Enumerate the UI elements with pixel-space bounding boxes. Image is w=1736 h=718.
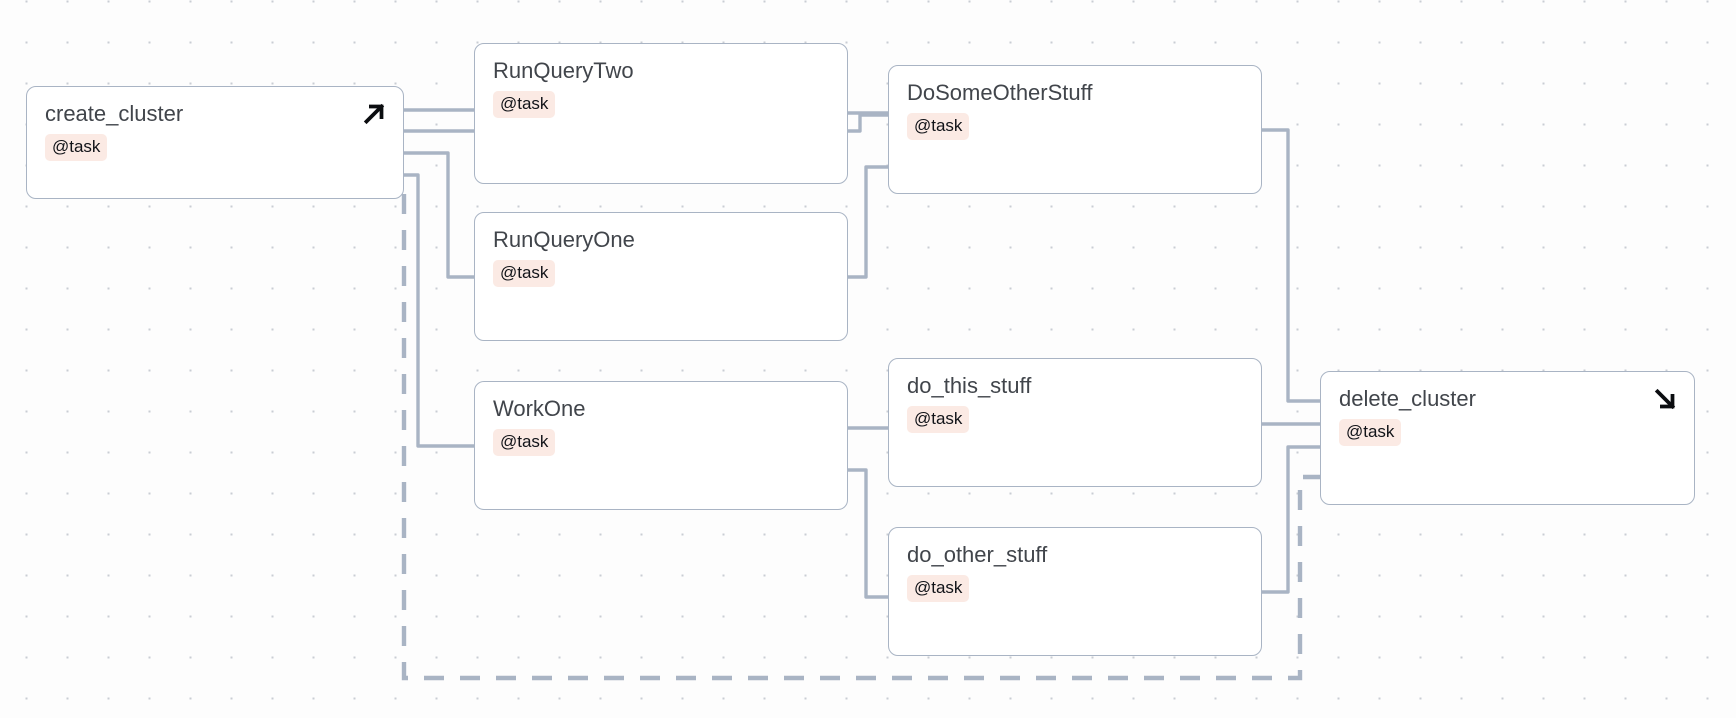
- node-badge-row: @task: [493, 260, 829, 287]
- edge-WorkOne-do_other_stuff: [848, 468, 888, 599]
- node-title: do_this_stuff: [907, 373, 1032, 398]
- node-title: RunQueryTwo: [493, 58, 634, 83]
- task-badge: @task: [493, 260, 556, 287]
- task-badge: @task: [493, 91, 556, 118]
- node-title: delete_cluster: [1339, 386, 1476, 411]
- node-create_cluster[interactable]: create_cluster @task: [26, 86, 404, 199]
- task-badge: @task: [493, 429, 556, 456]
- node-RunQueryTwo[interactable]: RunQueryTwo @task: [474, 43, 848, 184]
- arrow-up-right-icon[interactable]: [359, 99, 389, 129]
- node-delete_cluster[interactable]: delete_cluster @task: [1320, 371, 1695, 505]
- task-badge: @task: [907, 406, 970, 433]
- node-title: RunQueryOne: [493, 227, 635, 252]
- edge-RunQueryOne-DoSomeOtherStuff: [848, 165, 888, 279]
- node-badge-row: @task: [907, 575, 1243, 602]
- node-do_this_stuff[interactable]: do_this_stuff @task: [888, 358, 1262, 487]
- arrow-down-right-icon[interactable]: [1650, 384, 1680, 414]
- node-badge-row: @task: [907, 113, 1243, 140]
- edge-do_other_stuff-delete_cluster: [1262, 445, 1320, 594]
- task-badge: @task: [907, 575, 970, 602]
- node-badge-row: @task: [45, 134, 385, 161]
- node-RunQueryOne[interactable]: RunQueryOne @task: [474, 212, 848, 341]
- edge-DoSomeOtherStuff-delete_cluster: [1262, 128, 1320, 403]
- edge-create_cluster-RunQueryOne: [404, 151, 474, 279]
- node-title: DoSomeOtherStuff: [907, 80, 1093, 105]
- node-badge-row: @task: [493, 429, 829, 456]
- node-title: WorkOne: [493, 396, 586, 421]
- node-WorkOne[interactable]: WorkOne @task: [474, 381, 848, 510]
- node-badge-row: @task: [1339, 419, 1676, 446]
- task-badge: @task: [45, 134, 108, 161]
- node-title: do_other_stuff: [907, 542, 1048, 567]
- node-do_other_stuff[interactable]: do_other_stuff @task: [888, 527, 1262, 656]
- node-DoSomeOtherStuff[interactable]: DoSomeOtherStuff @task: [888, 65, 1262, 194]
- task-badge: @task: [1339, 419, 1402, 446]
- node-badge-row: @task: [907, 406, 1243, 433]
- task-badge: @task: [907, 113, 970, 140]
- node-badge-row: @task: [493, 91, 829, 118]
- node-title: create_cluster: [45, 101, 184, 126]
- edge-create_cluster-WorkOne: [404, 173, 474, 448]
